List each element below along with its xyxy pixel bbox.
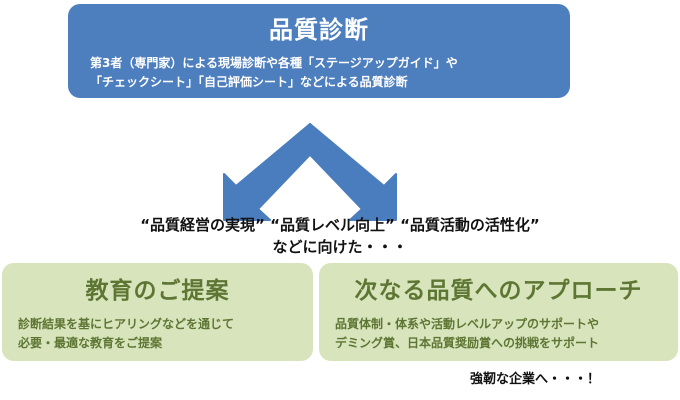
education-desc-line1: 診断結果を基にヒアリングなどを通じて [18, 317, 235, 331]
closing-text: 強靭な企業へ・・・！ [470, 372, 601, 387]
quality-diagnosis-box: 品質診断 第3者（専門家）による現場診断や各種「ステージアップガイド」や 「チェ… [68, 4, 570, 98]
next-quality-approach-box: 次なる品質へのアプローチ 品質体制・体系や活動レベルアップのサポートや デミング… [319, 263, 678, 361]
arrow-down-right [294, 123, 397, 221]
education-proposal-description: 診断結果を基にヒアリングなどを通じて 必要・最適な教育をご提案 [18, 315, 305, 353]
education-desc-line2: 必要・最適な教育をご提案 [18, 336, 163, 350]
approach-desc-line1: 品質体制・体系や活動レベルアップのサポートや [335, 317, 600, 331]
goals-text: “品質経営の実現” “品質レベル向上” “品質活動の活性化” [140, 216, 540, 234]
goals-subtext: などに向けた・・・ [272, 238, 408, 256]
next-quality-approach-description: 品質体制・体系や活動レベルアップのサポートや デミング賞、日本品質奨励賞への挑戦… [335, 315, 670, 353]
education-proposal-title: 教育のご提案 [85, 278, 230, 304]
quality-diagnosis-title: 品質診断 [269, 16, 369, 44]
quality-diagnosis-description: 第3者（専門家）による現場診断や各種「ステージアップガイド」や 「チェックシート… [90, 54, 560, 92]
next-quality-approach-title: 次なる品質へのアプローチ [354, 278, 643, 304]
education-proposal-box: 教育のご提案 診断結果を基にヒアリングなどを通じて 必要・最適な教育をご提案 [2, 263, 313, 361]
quality-diagnosis-desc-line2: 「チェックシート」「自己評価シート」などによる品質診断 [90, 75, 408, 89]
approach-desc-line2: デミング賞、日本品質奨励賞への挑戦をサポート [335, 336, 600, 350]
quality-diagnosis-desc-line1: 第3者（専門家）による現場診断や各種「ステージアップガイド」や [90, 56, 458, 70]
